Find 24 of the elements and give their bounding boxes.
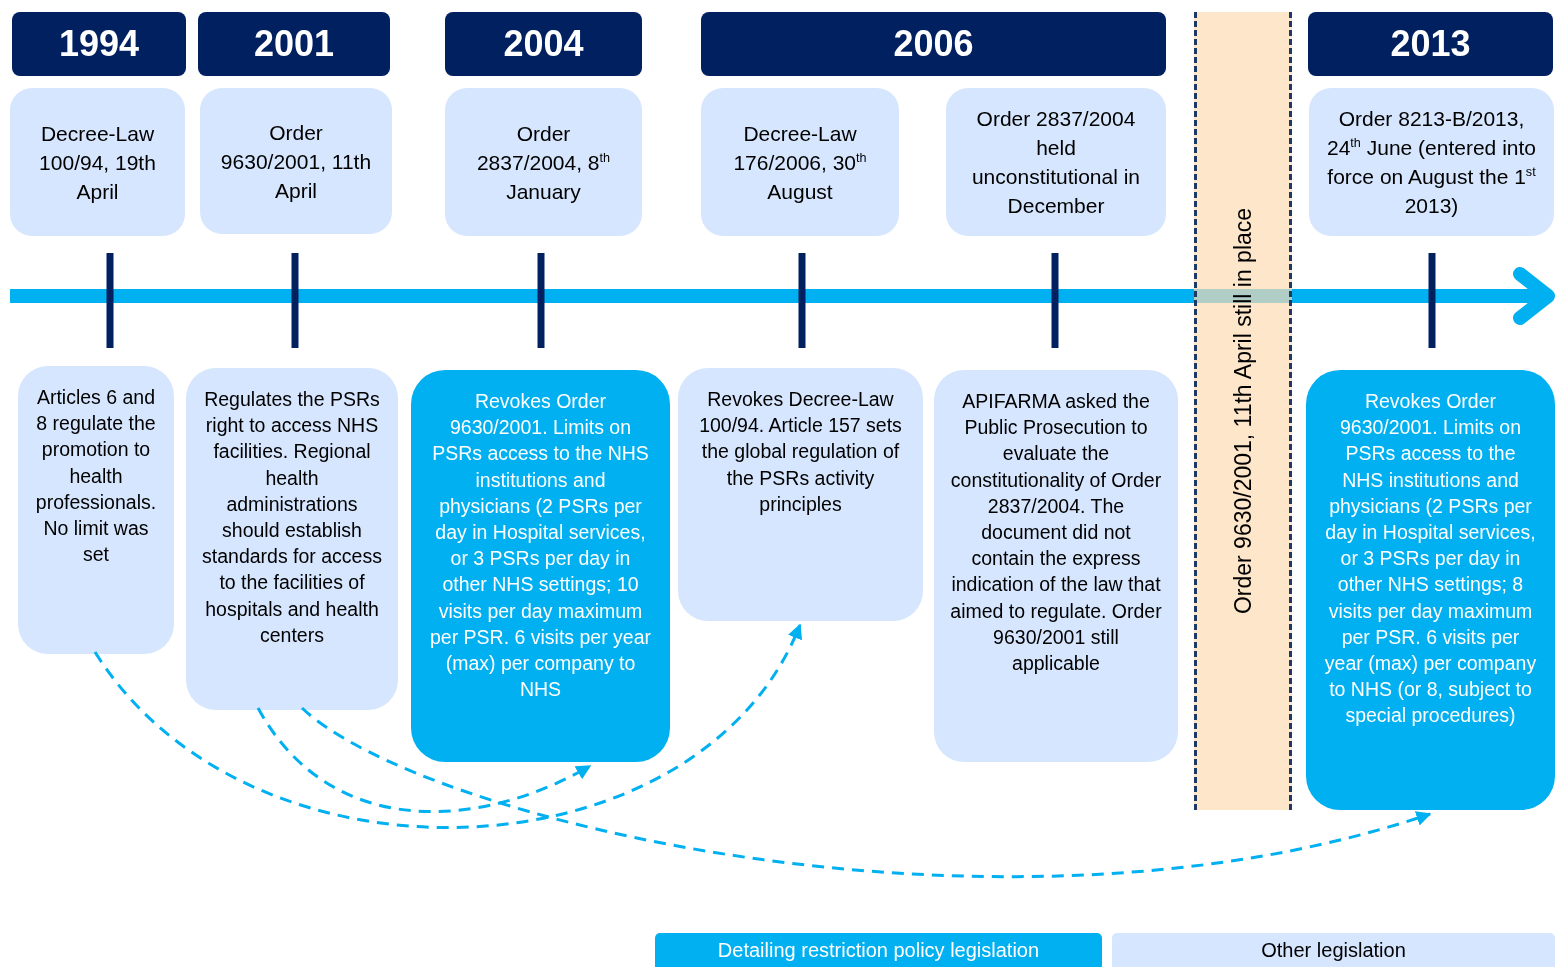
law-box: Order 8213-B/2013, 24$^{th}$ June (entered into force on August the 1$^{st}$ 2013) [1309,88,1554,236]
law-box: Order 2837/2004, 8$^{th}$ January [445,88,642,236]
year-header: 2013 [1308,12,1553,76]
law-box: Order 9630/2001, 11th April [200,88,392,234]
year-header: 2004 [445,12,642,76]
dashed-arrow [93,623,802,829]
year-header: 1994 [12,12,186,76]
description-box: APIFARMA asked the Public Prosecution to evaluate the constitutionality of Order 2837/2004. The document did not contain the express indication of the law that aimed to regulate. Order 9630/2001 still applicable [934,370,1178,762]
law-box: Order 2837/2004 held unconstitutional in December [946,88,1166,236]
description-box: Articles 6 and 8 regulate the promotion to health professionals. No limit was set [18,366,174,654]
dashed-arrow [256,707,592,813]
year-header: 2001 [198,12,390,76]
description-box: Revokes Order 9630/2001. Limits on PSRs access to the NHS institutions and physicians (2 PSRs per day in Hospital services, or 3 PSRs per day in other NHS settings; 10 visits per day maximum per PSR. 6 visits per year (max) per company to NHS [411,370,670,762]
law-box: Decree-Law 176/2006, 30$^{th}$ August [701,88,899,236]
description-box: Revokes Decree-Law 100/94. Article 157 sets the global regulation of the PSRs activity principles [678,368,923,621]
law-box: Decree-Law 100/94, 19th April [10,88,185,236]
legend-item: Detailing restriction policy legislation [655,933,1102,967]
description-box: Regulates the PSRs right to access NHS facilities. Regional health administrations should establish standards for access to the facilities of hospitals and health centers [186,368,398,710]
period-band [1194,12,1292,810]
legend-item: Other legislation [1112,933,1555,967]
year-header: 2006 [701,12,1166,76]
dashed-arrow [301,706,1432,878]
description-box: Revokes Order 9630/2001. Limits on PSRs access to the NHS institutions and physicians (2 PSRs per day in Hospital services, or 3 PSRs per day in other NHS settings; 8 visits per day maximum per PSR. 6 visits per year (max) per company to NHS (or 8, subject to special procedures) [1306,370,1555,810]
band-label: Order 9630/2001, 11th April still in place [1229,207,1257,615]
